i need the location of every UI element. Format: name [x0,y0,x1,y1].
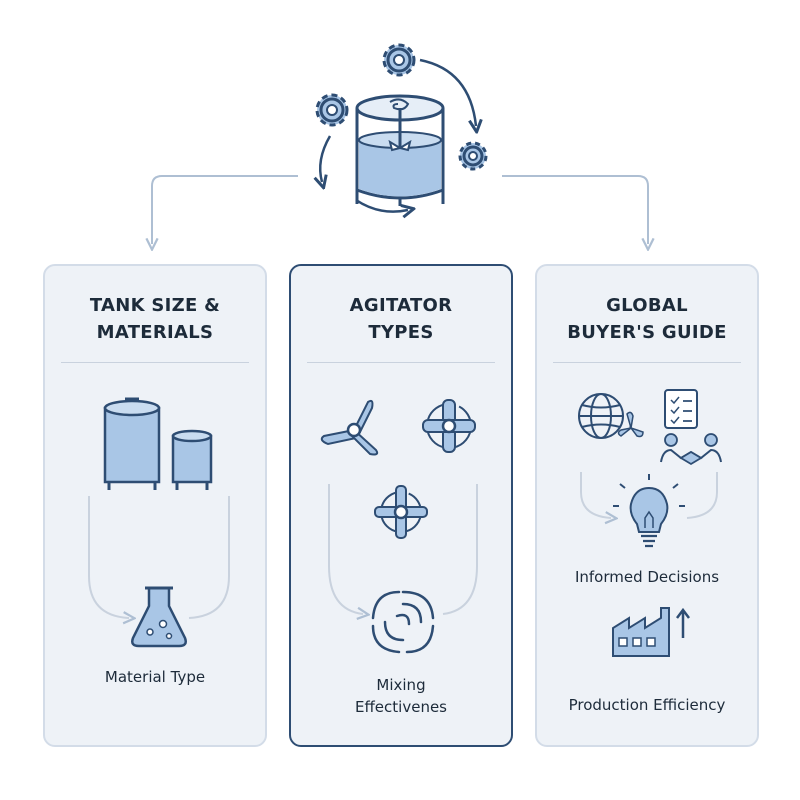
globe-icon [578,393,624,439]
divider [553,362,741,363]
flow-arrow [580,472,611,518]
gear-icon [458,141,488,171]
card-tank-size-materials: TANK SIZE & MATERIALS Material Type [43,264,267,747]
propeller-icon [320,399,379,456]
tall-tank-icon [103,397,161,490]
label-informed-decisions: Informed Decisions [574,568,720,586]
handshake-icon [660,433,722,466]
flow-arrow [328,484,363,614]
label-mixing-effectiveness: Mixing Effectivenes [355,676,447,716]
divider [61,362,249,363]
card-title: AGITATOR TYPES [349,295,453,343]
card-agitator-types: AGITATOR TYPES [289,264,513,747]
checklist-icon [664,389,698,429]
short-tank-icon [171,429,213,490]
card1-illustration [88,397,230,648]
impeller-icon [422,399,476,453]
card3-illustration [578,389,722,657]
label-material-type: Material Type [104,668,206,686]
flow-arrow [442,484,478,615]
turbine-icon [374,485,428,539]
turbine-small-icon [617,411,644,438]
connector-right [502,175,648,244]
divider [307,362,495,363]
gear-icon [382,43,416,77]
mixing-tank-with-gears-icon [315,43,488,212]
factory-icon [612,607,690,657]
lightbulb-icon [613,474,685,548]
label-production-efficiency: Production Efficiency [568,696,726,714]
card2-illustration [320,399,478,654]
flask-icon [131,586,187,648]
connector-left [152,175,298,244]
card-global-buyers-guide: GLOBAL BUYER'S GUIDE [535,264,759,747]
flow-arrow [188,496,230,619]
flow-arrow [88,496,129,618]
card-title: TANK SIZE & MATERIALS [89,295,221,343]
swirl-icon [371,590,435,654]
gear-icon [315,93,349,127]
flow-arrow [686,472,718,519]
card-title: GLOBAL BUYER'S GUIDE [567,295,727,343]
